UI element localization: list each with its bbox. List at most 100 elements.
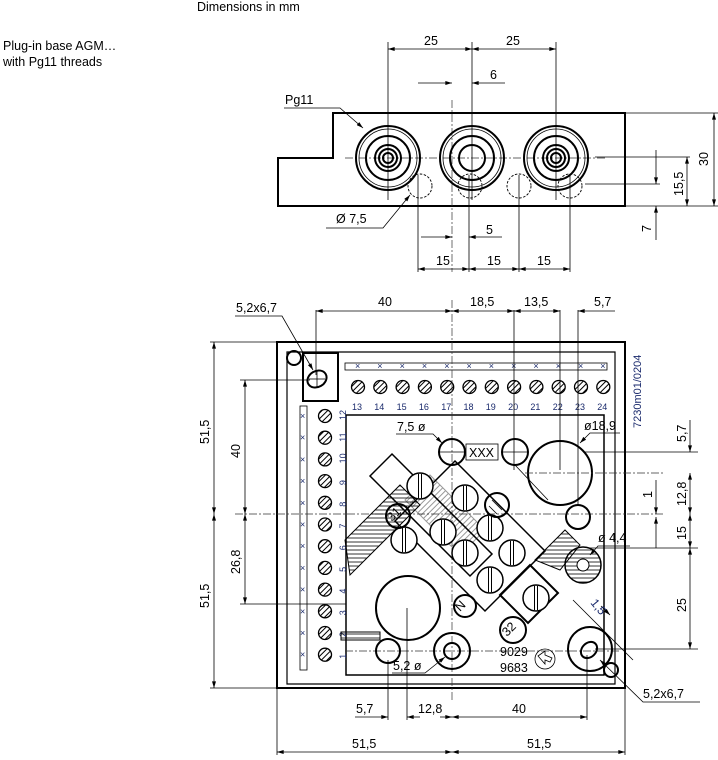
caption-line-2: with Pg11 threads [3,55,103,69]
terminal-number-5: 5 [338,567,348,572]
label-slot-bottom: 5,2x6,7 [643,687,684,701]
terminal-screw-12 [317,408,333,424]
terminal-screw-11 [317,430,333,445]
svg-text:×: × [556,361,561,371]
dim-bottom-51-5-right: 51,5 [527,737,551,751]
dim-7: 7 [640,225,654,232]
terminal-number-14: 14 [374,402,384,412]
svg-text:×: × [300,411,305,421]
svg-text:×: × [300,563,305,573]
terminal-screw-4 [317,582,333,597]
terminal-screw-15 [395,379,410,395]
knockout-2 [457,173,483,199]
cable-gland-left [355,125,421,191]
direction-arrow-icon [534,648,556,670]
mounting-slot-top-left [306,369,328,389]
terminal-number-24: 24 [597,402,607,412]
xxx-label: XXX [469,446,495,460]
block-screw [476,514,504,542]
circle-n [453,594,477,618]
dim-bottom-51-5-left: 51,5 [352,737,376,751]
dim-30: 30 [697,152,711,166]
drawing-title: Dimensions in mm [197,0,300,14]
terminal-screw-10 [317,452,333,467]
terminal-number-13: 13 [352,402,362,412]
block-screw [429,518,457,546]
xxx-box [465,443,499,461]
terminal-number-9: 9 [338,480,348,485]
dim-15-a: 15 [436,254,450,268]
terminal-screw-13 [350,379,366,395]
block-screw [406,472,434,500]
dim-left-51-5-top: 51,5 [198,420,212,444]
top-body-outline [277,112,626,207]
dim-dia-5-2: 5,2 ø [393,659,422,673]
dim-left-40: 40 [229,444,243,458]
dim-dia-4-4: ø 4,4 [598,531,627,545]
hole-5-2-outer [433,632,471,670]
svg-text:×: × [300,454,305,464]
dim-15-b: 15 [487,254,501,268]
terminal-screw-5 [317,560,333,576]
dim-right-5-7: 5,7 [675,425,689,442]
base-outer-outline [276,341,626,689]
drawing-code: 7230m01/0204 [632,355,644,428]
terminal-number-3: 3 [338,610,348,615]
cable-gland-right [523,125,589,191]
dim-5: 5 [486,223,493,237]
caption-line-1: Plug-in base AGM… [3,39,117,53]
circle-32 [499,616,527,644]
svg-text:×: × [300,433,305,443]
dim-right-15: 15 [675,526,689,540]
terminal-number-17: 17 [441,402,451,412]
terminal-number-23: 23 [575,402,585,412]
dim-6: 6 [490,68,497,82]
svg-text:×: × [533,361,538,371]
svg-text:×: × [600,361,605,371]
mounting-hole-top-left [286,350,302,366]
terminal-bar-left [299,405,308,671]
terminal-screw-22 [551,379,566,395]
terminal-screw-6 [317,539,333,554]
dim-top-18-5: 18,5 [470,295,494,309]
hole-large-bottom-left [375,575,441,641]
svg-text:×: × [300,628,305,638]
terminal-screw-2 [317,625,333,641]
mounting-ear-top-left [302,352,339,402]
dim-bottom-5-7: 5,7 [356,702,373,716]
part-number-2: 9683 [500,661,528,675]
dim-bottom-12-8: 12,8 [418,702,442,716]
knockout-1 [407,173,433,199]
terminal-screw-3 [317,604,333,619]
svg-text:×: × [444,361,449,371]
dim-top-40: 40 [378,295,392,309]
svg-text:×: × [355,361,360,371]
svg-text:×: × [300,650,305,660]
terminal-number-6: 6 [338,545,348,550]
svg-text:×: × [422,361,427,371]
svg-text:×: × [489,361,494,371]
terminal-screw-14 [373,379,388,395]
dim-left-51-5-bottom: 51,5 [198,584,212,608]
mounting-slot-bottom-right [579,640,599,660]
terminal-screw-17 [440,379,455,395]
terminal-number-4: 4 [338,589,348,594]
block-screw [498,539,526,567]
terminal-screw-8 [317,495,333,510]
terminal-bar-top [344,362,608,371]
dim-bottom-40: 40 [512,702,526,716]
terminal-screw-1 [317,647,333,662]
block-screw [390,526,418,554]
svg-text:×: × [377,361,382,371]
svg-text:×: × [300,541,305,551]
terminal-number-15: 15 [397,402,407,412]
terminal-screw-16 [417,379,433,395]
dim-dia-18-9: ø18,9 [584,419,616,433]
dim-dia-7-5-top: Ø 7,5 [336,212,367,226]
terminal-number-20: 20 [508,402,518,412]
dim-left-26-8: 26,8 [229,550,243,574]
dim-15-c: 15 [537,254,551,268]
block-screw [522,584,550,612]
dim-dia-7-5-bottom: 7,5 ø [397,420,426,434]
svg-text:×: × [300,520,305,530]
